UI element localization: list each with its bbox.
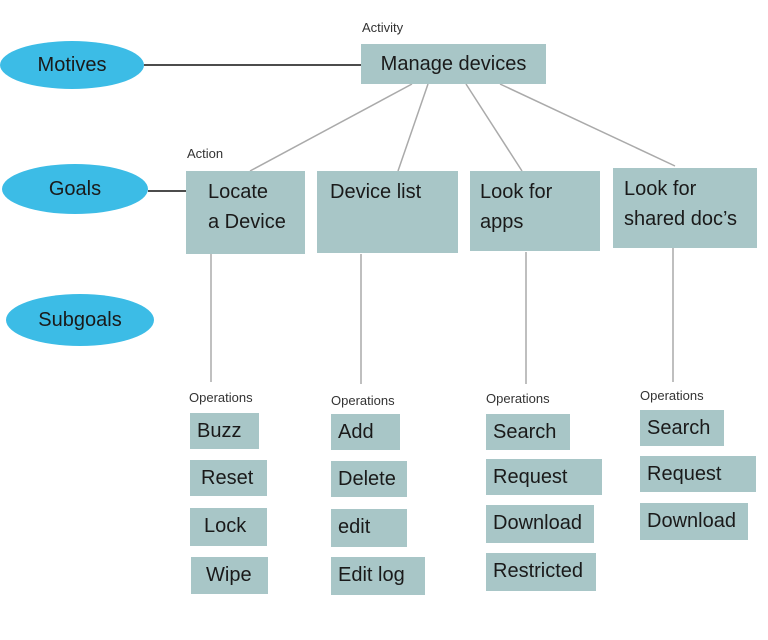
operation-delete: Delete [331,461,407,497]
action-label: Action [187,146,224,161]
action-title-line2: a Device [208,211,286,233]
action-title-line1: Look for [624,178,697,200]
action-title-line2: apps [480,211,524,233]
operation-request: Request [486,459,602,495]
operation-reset: Reset [190,460,267,496]
action-title-line2: shared doc’s [624,208,738,230]
action-title-line1: Locate [208,181,269,203]
action-title-line1: Look for [480,181,553,203]
action-box-device-list: Device list [317,171,458,253]
operation-search: Search [640,410,724,446]
action-title-line1: Device list [330,181,422,203]
operation-download: Download [640,503,748,540]
activity-to-action-1 [249,83,413,172]
operation-add: Add [331,414,400,450]
activity-to-action-3 [465,83,523,172]
activity-to-action-4 [499,83,676,167]
action-box-look-for-apps: Look for apps [470,171,600,251]
operation-search: Search [486,414,570,450]
goals-oval: Goals [2,164,148,214]
operations-label: Operations [486,391,550,406]
operations-label: Operations [640,388,704,403]
operations-label: Operations [331,393,395,408]
action-box-look-for-shared-docs: Look for shared doc’s [613,168,757,248]
operation-buzz: Buzz [190,413,259,449]
activity-to-action-2 [397,83,429,172]
activity-title: Manage devices [380,53,527,75]
activity-label: Activity [362,20,404,35]
operation-edit-log: Edit log [331,557,425,595]
motives-oval: Motives [0,41,144,89]
operation-request: Request [640,456,756,492]
operation-lock: Lock [190,508,267,546]
operation-restricted: Restricted [486,553,596,591]
operation-edit: edit [331,509,407,547]
activity-box: Manage devices [361,44,546,84]
operation-wipe: Wipe [191,557,268,594]
action-box-locate-device: Locate a Device [186,171,305,254]
operations-label: Operations [189,390,253,405]
operation-download: Download [486,505,594,543]
subgoals-oval: Subgoals [6,294,154,346]
